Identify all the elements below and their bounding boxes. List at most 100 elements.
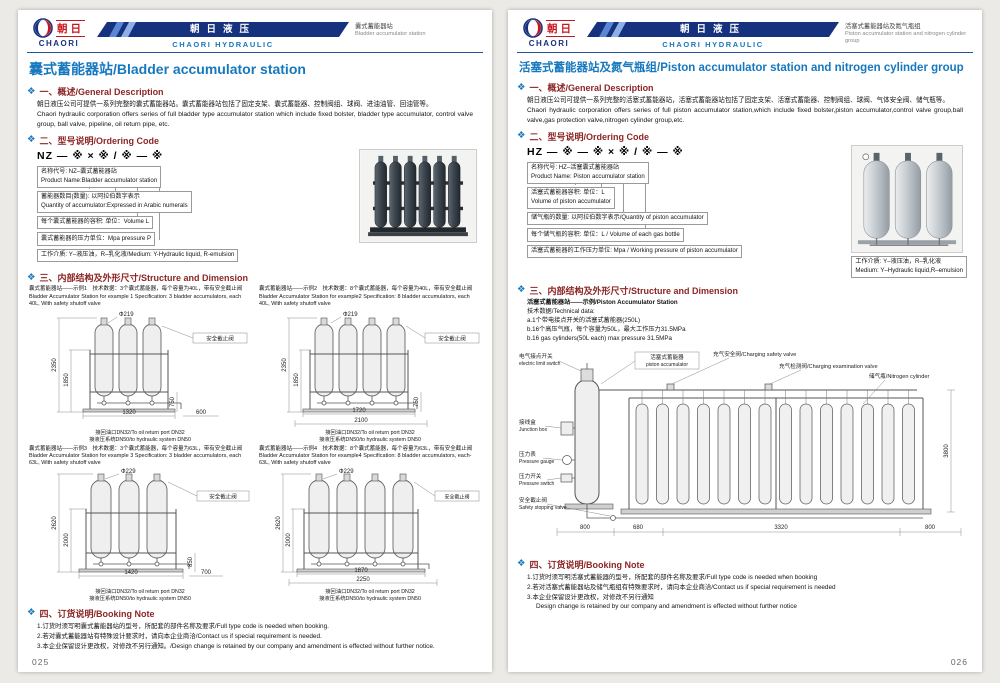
dimension-lines xyxy=(556,389,962,536)
section-3-heading: ❖ 三、内部结构及外形尺寸/Structure and Dimension xyxy=(27,271,483,284)
dim-width: 2250 xyxy=(356,577,370,583)
dim-width: 680 xyxy=(633,525,644,531)
label-stop-valve-cn: 安全截止阀 xyxy=(519,496,547,504)
booking-note: 3.本企业保留设计更改权，对修改不另行通知。/Design change is … xyxy=(37,642,435,650)
booking-note: 1.订货时须写明活塞式蓄能器的型号，所配套的部件名称及要求/Full type … xyxy=(527,573,818,581)
page-number: 025 xyxy=(32,657,50,667)
example-caption-cn: 囊式蓄能器站——示例1 技术数据：3个囊式蓄能器，每个容量为40L，带有安全截止… xyxy=(29,286,243,293)
dim-width: 1870 xyxy=(354,568,368,574)
medium-note-cn: 工作介质: Y–液压油，R–乳化液 xyxy=(855,258,942,266)
technical-data: 活塞式蓄能器站——示例/Piston Accumulator Station 技… xyxy=(517,299,973,344)
valve-label: 安全截止阀 xyxy=(444,493,469,500)
section-heading-text: 四、订货说明/Booking Note xyxy=(529,559,645,570)
label-limit-switch-en: electric limit switch xyxy=(519,361,561,367)
page-number: 026 xyxy=(950,657,968,667)
example-caption-en: Bladder Accumulator Station for example4… xyxy=(259,452,472,466)
overview-cn: 朝日液压公司可提供一系列完整的活塞式蓄能器站，活塞式蓄能器站包括了固定支架、活塞… xyxy=(527,97,949,104)
dim-width: 800 xyxy=(925,525,936,531)
code-label-cn: 名称代号: NZ–囊式蓄能器站 xyxy=(41,168,117,176)
section-heading-text: 一、概述/General Description xyxy=(39,87,164,97)
section-heading-text: 四、订货说明/Booking Note xyxy=(39,608,155,619)
dim-diameter: Ф219 xyxy=(343,312,358,318)
frame xyxy=(309,349,409,409)
accumulator-tanks xyxy=(308,479,414,559)
dim-width: 800 xyxy=(580,525,591,531)
label-pressure-switch-en: Pressure switch xyxy=(519,481,555,487)
port-note: 接液压系统DN50/to hydraulic system DN50 xyxy=(319,436,421,443)
code-label-cn: 名称代号: HZ–活塞囊式蓄能器站 xyxy=(531,164,620,172)
valve-label: 安全截止阀 xyxy=(209,492,237,500)
port-note: 接回油口DN32/To oil return port DN32 xyxy=(325,588,415,595)
label-nitrogen-cylinder: 储气瓶/Nitrogen cylinder xyxy=(869,372,929,380)
dim-diameter: Ф229 xyxy=(121,469,136,475)
brand-logo-icon xyxy=(33,18,53,38)
diamond-icon: ❖ xyxy=(27,607,36,619)
dim-height: 850 xyxy=(188,556,194,567)
section-4-heading: ❖ 四、订货说明/Booking Note xyxy=(517,558,973,571)
label-junction-box-en: Junction box xyxy=(519,427,548,433)
code-connector-line xyxy=(623,157,624,222)
label-pressure-gauge-en: Pressure gauge xyxy=(519,459,555,465)
header-band: 朝日液压 xyxy=(97,22,349,37)
page-header-right: 朝日 CHAORI 朝日液压 CHAORI HYDRAULIC 活塞式蓄能器站及… xyxy=(517,17,973,53)
port-note: 接回油口DN32/To oil return port DN32 xyxy=(95,588,185,595)
overview-en: Chaori hydraulic corporation offers seri… xyxy=(37,110,473,128)
dim-height: 2350 xyxy=(282,357,288,371)
frame xyxy=(89,349,169,409)
header-middle: 朝日液压 CHAORI HYDRAULIC xyxy=(97,17,349,49)
header-topic-cn: 囊式蓄能器站 xyxy=(355,23,393,30)
code-label-box: 每个储气瓶的容积: 单位：L / Volume of each gas bott… xyxy=(527,228,684,242)
dim-height: 2620 xyxy=(52,516,58,530)
code-label-en: Product Name:Bladder accumulator station xyxy=(41,176,158,184)
port-note: 接液压系统DN50/to hydraulic system DN50 xyxy=(89,595,191,602)
dim-height: 2350 xyxy=(52,357,58,371)
page-left: 朝日 CHAORI 朝日液压 CHAORI HYDRAULIC 囊式蓄能器站 B… xyxy=(18,10,492,672)
rack-base xyxy=(620,508,932,514)
example-4: 囊式蓄能器站——示例4 技术数据：8个囊式蓄能器，每个容量为63L，带有安全截止… xyxy=(259,446,481,603)
code-label-box: 囊式蓄能器的压力单位：Mpa pressure P xyxy=(37,232,156,246)
dim-height: 2620 xyxy=(276,516,282,530)
label-limit-switch-cn: 电气接点开关 xyxy=(519,352,553,360)
port-note: 接液压系统DN50/to hydraulic system DN50 xyxy=(319,595,421,602)
dim-width: 1720 xyxy=(352,408,366,414)
page-right: 朝日 CHAORI 朝日液压 CHAORI HYDRAULIC 活塞式蓄能器站及… xyxy=(508,10,982,672)
booking-notes: 1.订货时须写明活塞式蓄能器的型号，所配套的部件名称及要求/Full type … xyxy=(517,573,973,613)
gas-manifold xyxy=(586,379,917,391)
dim-height: 750 xyxy=(170,396,176,407)
booking-note: 1.订货时须写明囊式蓄能器站的型号，所配套的部件名称及要求/Full type … xyxy=(37,622,329,630)
header-topic-en: Bladder accumulator station xyxy=(355,31,426,37)
brand-logo-top: 朝日 xyxy=(517,18,581,38)
code-label-cn: 蓄能器数目(数量): 以阿拉伯数字表示 xyxy=(41,193,140,201)
code-label-box: 名称代号: HZ–活塞囊式蓄能器站 Product Name: Piston a… xyxy=(527,161,649,184)
header-topic-en: Piston accumulator station and nitrogen … xyxy=(845,31,967,45)
header-band: 朝日液压 xyxy=(587,22,839,37)
label-charging-safety-valve: 充气安全阀/Charging safety valve xyxy=(713,350,796,358)
base xyxy=(82,408,176,413)
overview-en: Chaori hydraulic corporation offers seri… xyxy=(527,106,963,124)
code-label-box: 工作介质: Y–液压油，R–乳化液/Medium: Y-Hydraulic li… xyxy=(37,248,239,263)
manifold xyxy=(317,395,418,409)
ordering-code-block: NZ — ※ × ※ / ※ — ※ 名称代号: NZ–囊式蓄能器站 Produ… xyxy=(27,148,483,268)
tech-drawing-example-2: Ф219 2350 1850 750 1720 2100 安全截止阀 xyxy=(282,312,480,427)
accumulator-tanks xyxy=(94,323,162,397)
section-4-heading: ❖ 四、订货说明/Booking Note xyxy=(27,607,483,620)
example-caption-en: Bladder Accumulator Station for example … xyxy=(29,452,242,466)
dim-height: 2000 xyxy=(64,533,70,547)
example-caption-en: Bladder Accumulator Station for example2… xyxy=(259,293,470,307)
tank-valves xyxy=(100,317,156,326)
brand-name-cn: 朝日 xyxy=(56,19,85,37)
accumulator-tanks xyxy=(90,479,168,559)
base xyxy=(296,568,426,573)
example-title: 活塞式蓄能器站——示例/Piston Accumulator Station xyxy=(527,298,678,306)
brand-logo: 朝日 CHAORI xyxy=(27,17,91,48)
example-caption-cn: 囊式蓄能器站——示例2 技术数据：8个囊式蓄能器，每个容量为40L，带有安全截止… xyxy=(259,286,473,293)
label-pressure-switch-cn: 压力开关 xyxy=(519,472,542,480)
band-title: 朝日液压 xyxy=(189,24,256,35)
section-2-heading: ❖ 二、型号说明/Ordering Code xyxy=(517,130,973,143)
valve-label: 安全截止阀 xyxy=(438,334,466,342)
leader-line xyxy=(405,325,426,339)
dim-height: 2000 xyxy=(286,533,292,547)
port-note: 接回油口DN32/To oil return port DN32 xyxy=(95,429,185,436)
dim-depth: 600 xyxy=(196,410,207,416)
cylinder-drops xyxy=(641,389,909,404)
